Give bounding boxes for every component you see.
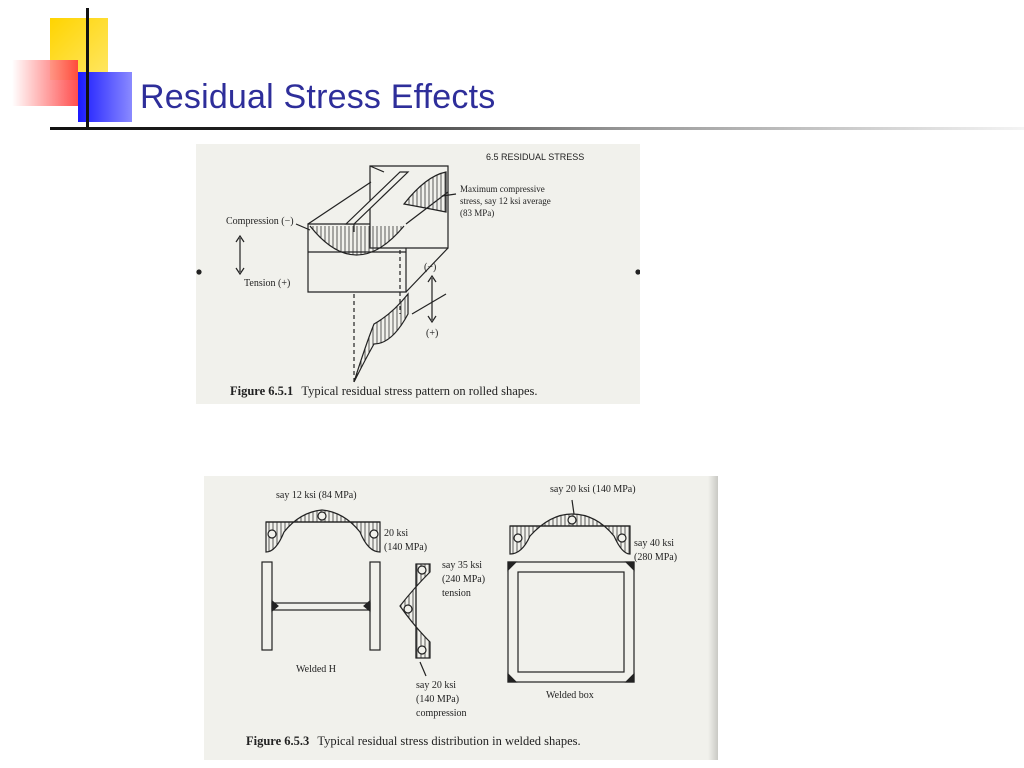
figure1-note-line3: (83 MPa) (460, 208, 495, 218)
figure-rolled-shapes: 6.5 RESIDUAL STRESS Maximum compressive … (196, 144, 640, 404)
decor-vertical-rule (86, 8, 89, 130)
figure1-caption: Figure 6.5.1 Typical residual stress patt… (230, 384, 538, 399)
slide-title: Residual Stress Effects (140, 78, 496, 116)
h-flange-edge-line2: (140 MPa) (384, 542, 428, 553)
rolled-shape-diagram (196, 165, 640, 383)
minus-label: (−) (424, 262, 437, 273)
figure2-caption-text: Typical residual stress distribution in … (317, 734, 581, 748)
welded-h-label: Welded H (296, 664, 337, 675)
decor-red-square (12, 60, 78, 106)
figure1-caption-text: Typical residual stress pattern on rolle… (301, 384, 538, 398)
h-flange-edge-line1: 20 ksi (384, 528, 409, 539)
figure-welded-shapes: say 12 ksi (84 MPa) 20 ksi (140 MPa) say… (204, 476, 718, 760)
scan-edge (708, 476, 718, 760)
figure2-caption-number: Figure 6.5.3 (246, 734, 310, 748)
box-top-stress-label: say 20 ksi (140 MPa) (550, 484, 636, 495)
figure2-caption: Figure 6.5.3 Typical residual stress dist… (246, 734, 581, 749)
title-underline (50, 127, 1024, 130)
compression-label: Compression (−) (226, 216, 294, 227)
h-flange-stress-label: say 12 ksi (84 MPa) (276, 490, 357, 501)
h-web-comp-line3: compression (416, 708, 467, 719)
welded-box-label: Welded box (546, 690, 594, 701)
h-web-tension-line2: (240 MPa) (442, 574, 486, 585)
h-web-comp-line2: (140 MPa) (416, 694, 460, 705)
figure1-note-line1: Maximum compressive (460, 184, 545, 194)
box-edge-line2: (280 MPa) (634, 552, 678, 563)
h-web-tension-line3: tension (442, 588, 471, 599)
welded-shape-diagram (261, 499, 635, 683)
figure1-header: 6.5 RESIDUAL STRESS (486, 152, 585, 162)
figure1-caption-number: Figure 6.5.1 (230, 384, 294, 398)
tension-label: Tension (+) (244, 278, 291, 289)
plus-label: (+) (426, 328, 439, 339)
h-web-comp-line1: say 20 ksi (416, 680, 456, 691)
h-web-tension-line1: say 35 ksi (442, 560, 482, 571)
box-edge-line1: say 40 ksi (634, 538, 674, 549)
figure1-note-line2: stress, say 12 ksi average (460, 196, 551, 206)
